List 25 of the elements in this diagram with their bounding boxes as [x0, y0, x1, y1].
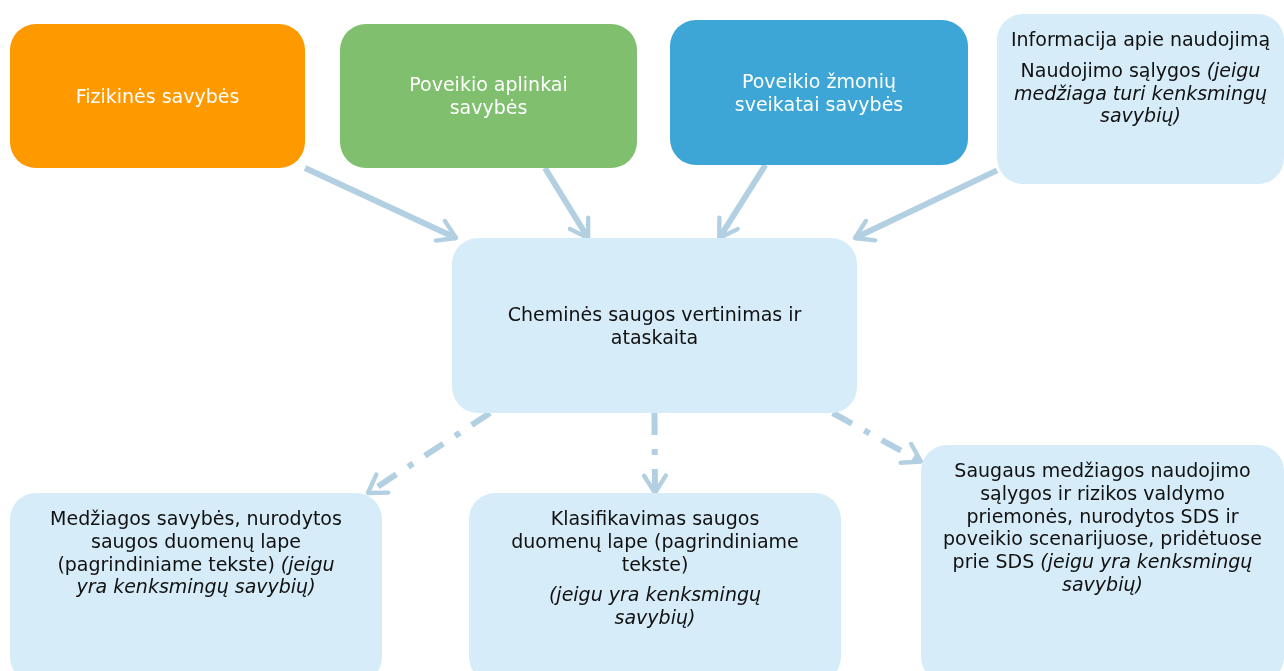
arrow: [831, 410, 924, 465]
process-box: [997, 14, 1284, 184]
process-box: [452, 238, 857, 413]
box-text: Naudojimo sąlygos (jeigu medžiaga turi kenksmingų savybių): [1012, 58, 1269, 128]
box-text: Cheminės saugos vertinimas ir ataskaita: [506, 302, 803, 349]
box-text: Informacija apie naudojimą: [1010, 28, 1271, 51]
arrow: [852, 167, 999, 243]
process-box: [340, 24, 637, 168]
process-box: [921, 445, 1284, 671]
process-box: [469, 493, 841, 671]
box-text: Saugaus medžiagos naudojimo sąlygos ir rizikos valdymo priemonės, nurodytos SDS ir poveikio scenarijuose, pridėtuose prie SDS (jeigu yra kenksmingų savybių): [942, 459, 1263, 596]
box-text: Medžiagos savybės, nurodytos saugos duomenų lape (pagrindiniame tekste) (jeigu yra kenksmingų savybių): [49, 507, 343, 599]
arrow: [716, 163, 768, 241]
arrow: [542, 166, 591, 241]
arrow: [641, 412, 668, 496]
box-text: Fizikinės savybės: [75, 84, 240, 108]
box-text: Poveikio žmonių sveikatai savybės: [733, 69, 905, 116]
process-box: [10, 24, 305, 168]
arrow: [365, 410, 492, 496]
box-text: Poveikio aplinkai savybės: [408, 73, 569, 119]
box-text: Klasifikavimas saugos duomenų lape (pagrindiniame tekste): [510, 507, 800, 576]
box-text: (jeigu yra kenksmingų savybių): [547, 583, 763, 629]
arrow: [303, 165, 459, 243]
process-box: [670, 20, 968, 165]
process-box: [10, 493, 382, 671]
